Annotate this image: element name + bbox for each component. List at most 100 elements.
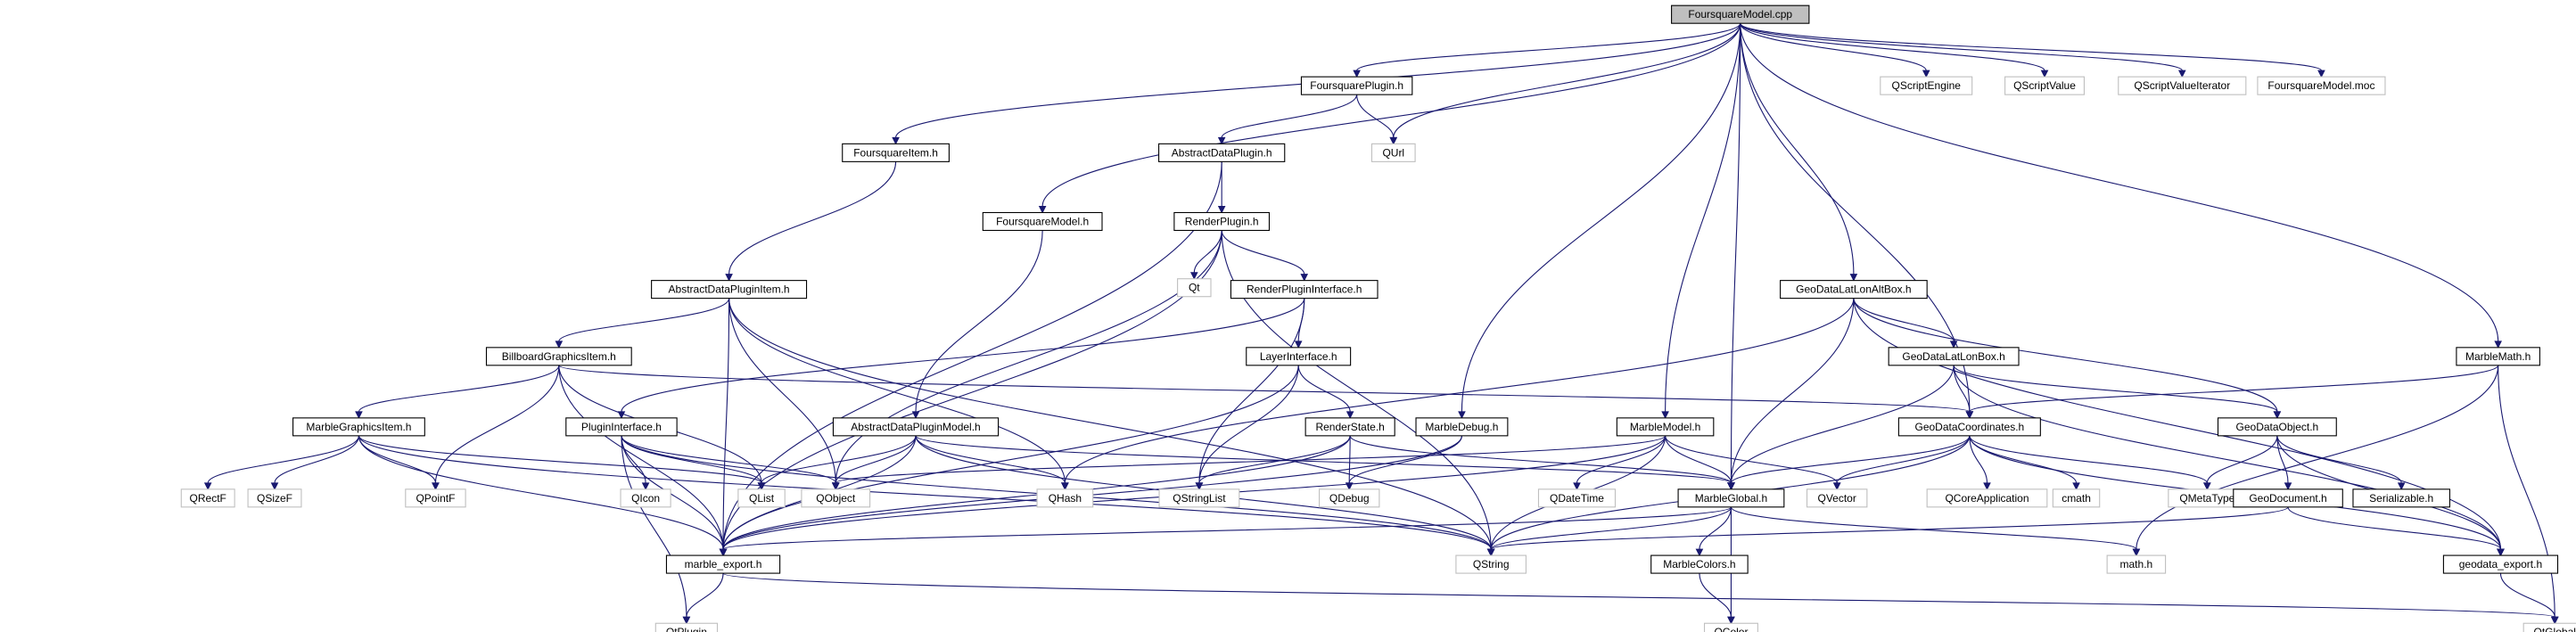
node-label: QScriptEngine	[1892, 79, 1962, 92]
node-label: FoursquareModel.h	[996, 215, 1089, 227]
node-box	[620, 488, 671, 508]
edge-arrowhead-root-to-qscript_engine	[1922, 70, 1930, 78]
edge-root-to-foursquare_plugin	[1356, 22, 1741, 71]
edge-geodata_latlonalt_box-to-qhash	[1064, 298, 1855, 483]
node-abstract-data-plugin-item[interactable]: AbstractDataPluginItem.h	[651, 280, 808, 300]
edge-render_state-to-qstringlist	[1198, 435, 1351, 484]
node-label: QHash	[1049, 492, 1082, 505]
node-qlist: QList	[737, 488, 786, 508]
node-label: QRectF	[190, 492, 226, 505]
edge-arrowhead-geodata_latlon_box-to-geodata_object	[2273, 411, 2282, 419]
edge-marble_math-to-qtglobal	[2498, 365, 2555, 618]
node-root[interactable]: FoursquareModel.cpp	[1671, 4, 1810, 24]
edge-billboard_graphics_item-to-geodata_coordinates	[558, 365, 1971, 413]
node-label: MarbleModel.h	[1630, 421, 1700, 433]
node-marble-colors[interactable]: MarbleColors.h	[1650, 554, 1749, 574]
node-label: QStringList	[1173, 492, 1226, 505]
graph-edges	[203, 22, 2559, 625]
edge-abstract_data_plugin-to-marble_export	[722, 161, 1222, 550]
edge-arrowhead-root-to-qscript_value	[2040, 70, 2049, 78]
node-marble-debug[interactable]: MarbleDebug.h	[1415, 417, 1509, 437]
edge-plugin_interface-to-marble_export	[621, 435, 724, 550]
node-foursquare-plugin[interactable]: FoursquarePlugin.h	[1300, 76, 1413, 95]
node-geodata-export[interactable]: geodata_export.h	[2442, 554, 2559, 574]
edge-geodata_latlonalt_box-to-geodata_object	[1853, 298, 2278, 412]
node-label: QtGlobal	[2534, 626, 2576, 632]
node-qscript-value: QScriptValue	[2004, 76, 2085, 95]
node-foursquare-model[interactable]: FoursquareModel.h	[982, 211, 1103, 232]
node-qtplugin: QtPlugin	[654, 622, 719, 632]
node-marble-global[interactable]: MarbleGlobal.h	[1677, 488, 1785, 508]
node-abstract-data-plugin[interactable]: AbstractDataPlugin.h	[1158, 143, 1286, 162]
node-label: LayerInterface.h	[1260, 350, 1337, 363]
node-marble-model[interactable]: MarbleModel.h	[1616, 417, 1715, 437]
node-label: QDateTime	[1550, 492, 1604, 505]
node-geodata-latlonalt-box[interactable]: GeoDataLatLonAltBox.h	[1780, 280, 1928, 300]
edge-layer_interface-to-render_state	[1297, 365, 1351, 412]
node-box	[1319, 488, 1380, 508]
node-qscript-value-iterator: QScriptValueIterator	[2118, 76, 2247, 95]
node-box	[1173, 211, 1271, 232]
node-render-plugin[interactable]: RenderPlugin.h	[1173, 211, 1271, 232]
node-box	[1300, 76, 1413, 95]
edge-arrowhead-geodata_object-to-qmetatype	[2203, 482, 2211, 490]
node-marble-export[interactable]: marble_export.h	[665, 554, 781, 574]
node-box	[1036, 488, 1094, 508]
edge-geodata_coordinates-to-qmetatype	[1969, 435, 2208, 484]
node-label: cmath	[2062, 492, 2091, 505]
node-qstring: QString	[1455, 554, 1527, 574]
node-geodata-latlon-box[interactable]: GeoDataLatLonBox.h	[1888, 347, 2020, 366]
node-geodata-object[interactable]: GeoDataObject.h	[2217, 417, 2337, 437]
edge-foursquare_item-to-abstract_data_plugin_item	[728, 161, 897, 275]
node-render-plugin-interface[interactable]: RenderPluginInterface.h	[1230, 280, 1379, 300]
node-abstract-data-plugin-model[interactable]: AbstractDataPluginModel.h	[832, 417, 1000, 437]
node-layer-interface[interactable]: LayerInterface.h	[1246, 347, 1352, 366]
node-label: PluginInterface.h	[581, 421, 662, 433]
edge-plugin_interface-to-qtplugin	[621, 435, 687, 618]
edge-billboard_graphics_item-to-marble_export	[558, 365, 724, 550]
edge-root-to-qurl	[1393, 23, 1741, 138]
node-label: QMetaType	[2179, 492, 2234, 505]
node-box	[2004, 76, 2085, 95]
node-label: FoursquareItem.h	[853, 146, 938, 159]
node-box	[1304, 417, 1395, 437]
node-foursquare-item[interactable]: FoursquareItem.h	[842, 143, 950, 162]
edge-geodata_coordinates-to-qcore_application	[1969, 435, 1988, 483]
node-box	[247, 488, 302, 508]
node-marble-graphics-item[interactable]: MarbleGraphicsItem.h	[292, 417, 425, 437]
node-geo-document[interactable]: GeoDocument.h	[2233, 488, 2343, 508]
node-geodata-coordinates[interactable]: GeoDataCoordinates.h	[1897, 417, 2041, 437]
node-box	[2352, 488, 2450, 508]
edge-abstract_data_plugin_item-to-billboard_graphics_item	[558, 298, 730, 342]
edge-arrowhead-geodata_coordinates-to-qcore_application	[1983, 482, 1991, 490]
node-label: QPointF	[416, 492, 455, 505]
edge-arrowhead-abstract_data_plugin_model-to-qlist	[757, 482, 766, 490]
edge-render_plugin-to-render_plugin_interface	[1221, 230, 1305, 275]
node-qdatetime: QDateTime	[1537, 488, 1617, 508]
node-plugin-interface[interactable]: PluginInterface.h	[565, 417, 678, 437]
edge-marble_model-to-marble_global	[1665, 435, 1732, 483]
node-label: marble_export.h	[685, 558, 762, 570]
node-marble-math[interactable]: MarbleMath.h	[2456, 347, 2540, 366]
node-box	[1177, 278, 1212, 298]
node-billboard-graphics-item[interactable]: BillboardGraphicsItem.h	[485, 347, 632, 366]
node-box	[737, 488, 786, 508]
node-math-h: math.h	[2106, 554, 2167, 574]
edge-arrowhead-geodata_coordinates-to-cmath	[2072, 482, 2080, 490]
edge-arrowhead-geodata_latlonalt_box-to-qhash	[1061, 482, 1069, 490]
node-label: MarbleGlobal.h	[1695, 492, 1767, 505]
edge-arrowhead-marble_graphics_item-to-qrectf	[203, 482, 212, 490]
node-box	[1806, 488, 1868, 508]
edge-marble_graphics_item-to-qsizef	[274, 435, 359, 483]
edge-geo_document-to-qstring	[1490, 506, 2289, 550]
node-render-state[interactable]: RenderState.h	[1304, 417, 1395, 437]
edge-arrowhead-root-to-foursquare_item	[892, 136, 900, 145]
edge-root-to-geodata_coordinates	[1740, 23, 1971, 412]
node-qcolor: QColor	[1703, 622, 1758, 632]
node-box	[1703, 622, 1758, 632]
node-qurl: QUrl	[1370, 143, 1416, 162]
edge-arrowhead-foursquare_plugin-to-qurl	[1389, 136, 1398, 145]
node-label: QCoreApplication	[1945, 492, 2029, 505]
node-serializable[interactable]: Serializable.h	[2352, 488, 2450, 508]
edge-arrowhead-marble_graphics_item-to-qpointf	[432, 482, 440, 490]
